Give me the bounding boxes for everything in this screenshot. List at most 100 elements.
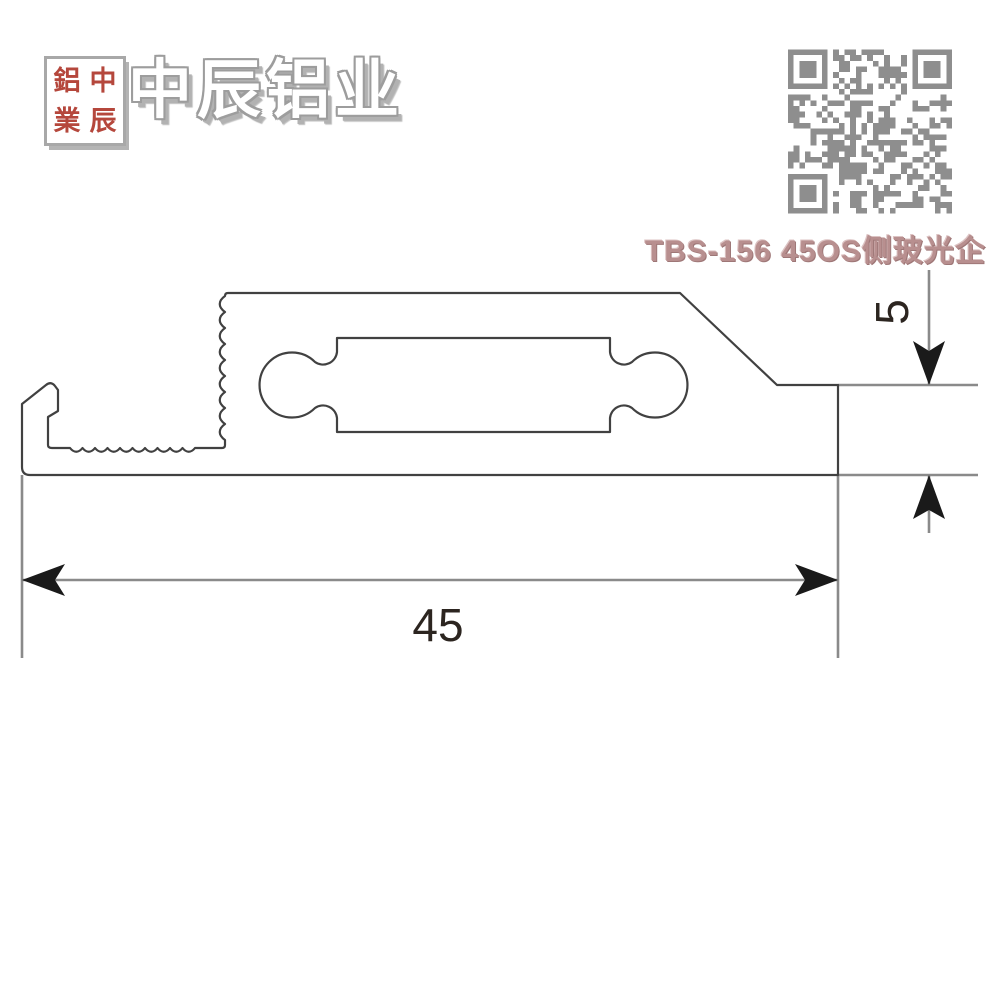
qr-module (940, 190, 947, 197)
qr-module (855, 100, 862, 107)
qr-module (889, 173, 896, 180)
qr-module (906, 162, 913, 169)
qr-module (918, 173, 924, 180)
qr-module (929, 139, 936, 146)
qr-module (884, 106, 890, 112)
qr-module (918, 156, 924, 163)
qr-module (918, 139, 924, 146)
qr-module (867, 89, 873, 95)
qr-module (793, 49, 800, 56)
qr-module (850, 123, 856, 129)
qr-module (895, 145, 902, 152)
qr-module (799, 196, 805, 203)
qr-module (810, 156, 817, 163)
qr-module (821, 190, 828, 197)
qr-module (940, 145, 947, 152)
qr-module (912, 134, 919, 140)
qr-module (872, 202, 879, 208)
qr-code-icon (788, 49, 952, 214)
qr-module (816, 173, 822, 180)
qr-module (827, 162, 834, 169)
qr-module (867, 100, 873, 107)
qr-module (861, 168, 868, 174)
qr-module (901, 55, 907, 61)
qr-module (855, 55, 862, 61)
qr-module (901, 89, 907, 95)
qr-module (935, 162, 941, 169)
qr-module (872, 123, 879, 129)
qr-module (799, 66, 805, 73)
qr-module (912, 156, 919, 163)
qr-module (838, 89, 845, 95)
qr-module (810, 66, 817, 73)
qr-module (850, 55, 856, 61)
qr-module (821, 151, 828, 157)
qr-module (867, 139, 873, 146)
qr-module (912, 139, 919, 146)
qr-module (895, 72, 902, 78)
qr-module (810, 190, 817, 197)
qr-module (855, 72, 862, 78)
qr-module (788, 196, 794, 203)
qr-module (901, 128, 907, 135)
qr-module (844, 60, 851, 67)
seal-char-bottom-left: 業 (53, 105, 81, 136)
qr-module (884, 117, 890, 124)
qr-module (816, 49, 822, 56)
seal-char-bottom-right: 辰 (89, 105, 117, 136)
qr-module (861, 207, 868, 214)
qr-module (906, 179, 913, 186)
qr-module (810, 72, 817, 78)
qr-module (844, 83, 851, 90)
qr-module (878, 145, 885, 152)
qr-module (872, 134, 879, 140)
qr-module (810, 60, 817, 67)
qr-module (946, 60, 952, 67)
qr-module (923, 179, 930, 186)
qr-module (940, 202, 947, 208)
qr-module (901, 139, 907, 146)
qr-module (878, 66, 885, 73)
qr-module (940, 162, 947, 169)
qr-module (918, 83, 924, 90)
qr-module (918, 196, 924, 203)
qr-module (912, 72, 919, 78)
qr-module (884, 66, 890, 73)
qr-module (940, 134, 947, 140)
qr-module (821, 60, 828, 67)
qr-module (827, 139, 834, 146)
qr-module (861, 190, 868, 197)
qr-module (821, 128, 828, 135)
qr-module (838, 128, 845, 135)
qr-module (850, 106, 856, 112)
seal-char-top-left: 鋁 (53, 65, 81, 96)
qr-module (827, 100, 834, 107)
qr-module (850, 100, 856, 107)
qr-module (906, 173, 913, 180)
qr-module (867, 151, 873, 157)
qr-module (855, 106, 862, 112)
qr-module (804, 49, 811, 56)
qr-module (918, 49, 924, 56)
qr-module (867, 117, 873, 124)
qr-module (889, 139, 896, 146)
qr-module (788, 83, 794, 90)
qr-module (912, 49, 919, 56)
qr-module (940, 100, 947, 107)
qr-module (895, 139, 902, 146)
qr-module (827, 156, 834, 163)
qr-module (929, 173, 936, 180)
qr-module (788, 111, 794, 118)
qr-module (855, 196, 862, 203)
qr-module (940, 83, 947, 90)
qr-module (946, 190, 952, 197)
qr-module (912, 196, 919, 203)
qr-module (872, 168, 879, 174)
qr-module (872, 156, 879, 163)
qr-module (838, 55, 845, 61)
qr-module (799, 49, 805, 56)
qr-module (838, 156, 845, 163)
qr-module (889, 145, 896, 152)
qr-module (889, 190, 896, 197)
qr-module (884, 190, 890, 197)
